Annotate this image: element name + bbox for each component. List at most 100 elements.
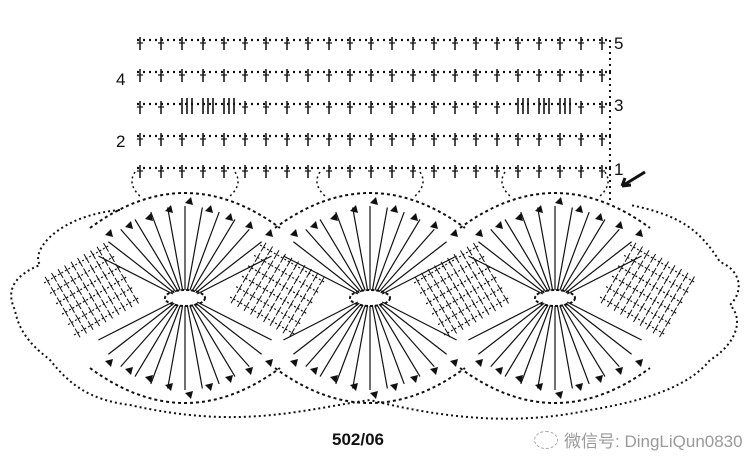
block-stitch [626, 309, 633, 319]
picot-triangle [265, 359, 273, 367]
block-stitch [637, 246, 643, 256]
fan-stitch-top [189, 211, 220, 291]
fan-stitch-bottom [196, 301, 272, 341]
block-stitch [658, 299, 664, 310]
fan-stitch-top [352, 207, 369, 291]
block-stitch [102, 270, 108, 281]
picot-triangle [475, 359, 483, 367]
block-stitch [657, 285, 664, 295]
block-stitch [83, 253, 90, 264]
picot-triangle [495, 367, 503, 375]
fan-stitch-top [335, 211, 366, 291]
row-label-5: 5 [614, 34, 624, 53]
block-stitch [126, 298, 133, 308]
picot-triangle [145, 213, 153, 221]
block-stitch [632, 284, 638, 295]
block-stitch [293, 275, 300, 285]
block-stitch [286, 257, 293, 267]
block-stitch [457, 320, 464, 331]
block-stitch [96, 260, 102, 270]
fan-stitch-bottom [561, 304, 606, 377]
picot-triangle [330, 375, 338, 383]
block-stitch [70, 261, 77, 271]
block-stitch [630, 242, 637, 252]
picot-triangle [350, 383, 358, 391]
block-stitch [101, 285, 108, 295]
block-stitch [472, 256, 479, 266]
stitch-block [599, 242, 697, 338]
picot-triangle [515, 213, 523, 221]
block-stitch [289, 328, 295, 338]
block-stitch [268, 274, 274, 284]
fan-stitch-bottom [195, 302, 262, 355]
block-stitch [426, 297, 433, 307]
block-stitch [460, 250, 466, 260]
block-stitch [459, 278, 465, 288]
block-stitch [299, 264, 306, 275]
block-stitch [261, 270, 268, 280]
block-stitch [414, 276, 421, 286]
block-stitch [669, 264, 676, 275]
fan-stitch-top [504, 219, 549, 292]
block-stitch [83, 268, 89, 278]
block-row [431, 275, 499, 315]
block-stitch [619, 277, 625, 287]
block-stitch [484, 277, 491, 287]
picot-triangle [370, 197, 378, 205]
fan-stitch-bottom [98, 301, 174, 341]
block-stitch [275, 292, 281, 302]
block-stitch [439, 303, 445, 314]
block-stitch [133, 294, 139, 304]
block-stitch [445, 314, 451, 324]
block-stitch [300, 293, 307, 303]
fan-stitch-bottom [376, 304, 421, 377]
fan-stitch-top [559, 211, 590, 291]
block-stitch [280, 253, 286, 263]
block-stitch [51, 272, 57, 282]
block-stitch [483, 305, 490, 316]
block-stitch [478, 267, 485, 277]
block-stitch [465, 288, 471, 299]
picot-triangle [635, 229, 643, 237]
block-stitch [63, 293, 69, 303]
block-stitch [477, 309, 483, 319]
fan-stitch-bottom [189, 305, 220, 385]
block-stitch [63, 279, 70, 289]
block-stitch [70, 275, 76, 285]
motif-bottom-arc [274, 367, 466, 404]
block-stitch [664, 289, 670, 299]
block-stitch [273, 249, 280, 260]
block-stitch [237, 298, 243, 308]
block-stitch [663, 275, 670, 285]
block-stitch [676, 282, 683, 292]
block-stitch [446, 271, 453, 281]
block-stitch [274, 278, 281, 288]
outer-border-chain [10, 204, 740, 420]
block-stitch [663, 261, 669, 271]
block-stitch [477, 295, 484, 305]
block-stitch [644, 264, 650, 274]
block-stitch [107, 295, 114, 305]
block-stitch [652, 324, 659, 334]
picot-triangle [290, 359, 298, 367]
fan-stitch-bottom [305, 303, 362, 368]
block-stitch [479, 253, 485, 263]
fan-stitch-bottom [120, 303, 177, 368]
fan-stitch-top [556, 207, 573, 291]
picot-triangle [245, 367, 253, 375]
picot-triangle [635, 359, 643, 367]
fan-stitch-top [520, 211, 551, 291]
picot-triangle [535, 205, 543, 213]
fan-stitch-top [283, 255, 359, 295]
block-stitch [313, 286, 319, 296]
block-stitch [652, 310, 658, 320]
block-stitch [637, 260, 644, 270]
block-stitch [682, 272, 689, 282]
block-stitch [113, 305, 120, 316]
block-stitch [439, 289, 446, 299]
block-stitch [644, 278, 651, 288]
block-stitch [484, 291, 490, 301]
block-stitch [274, 264, 280, 274]
motif-top-arc [274, 192, 466, 229]
